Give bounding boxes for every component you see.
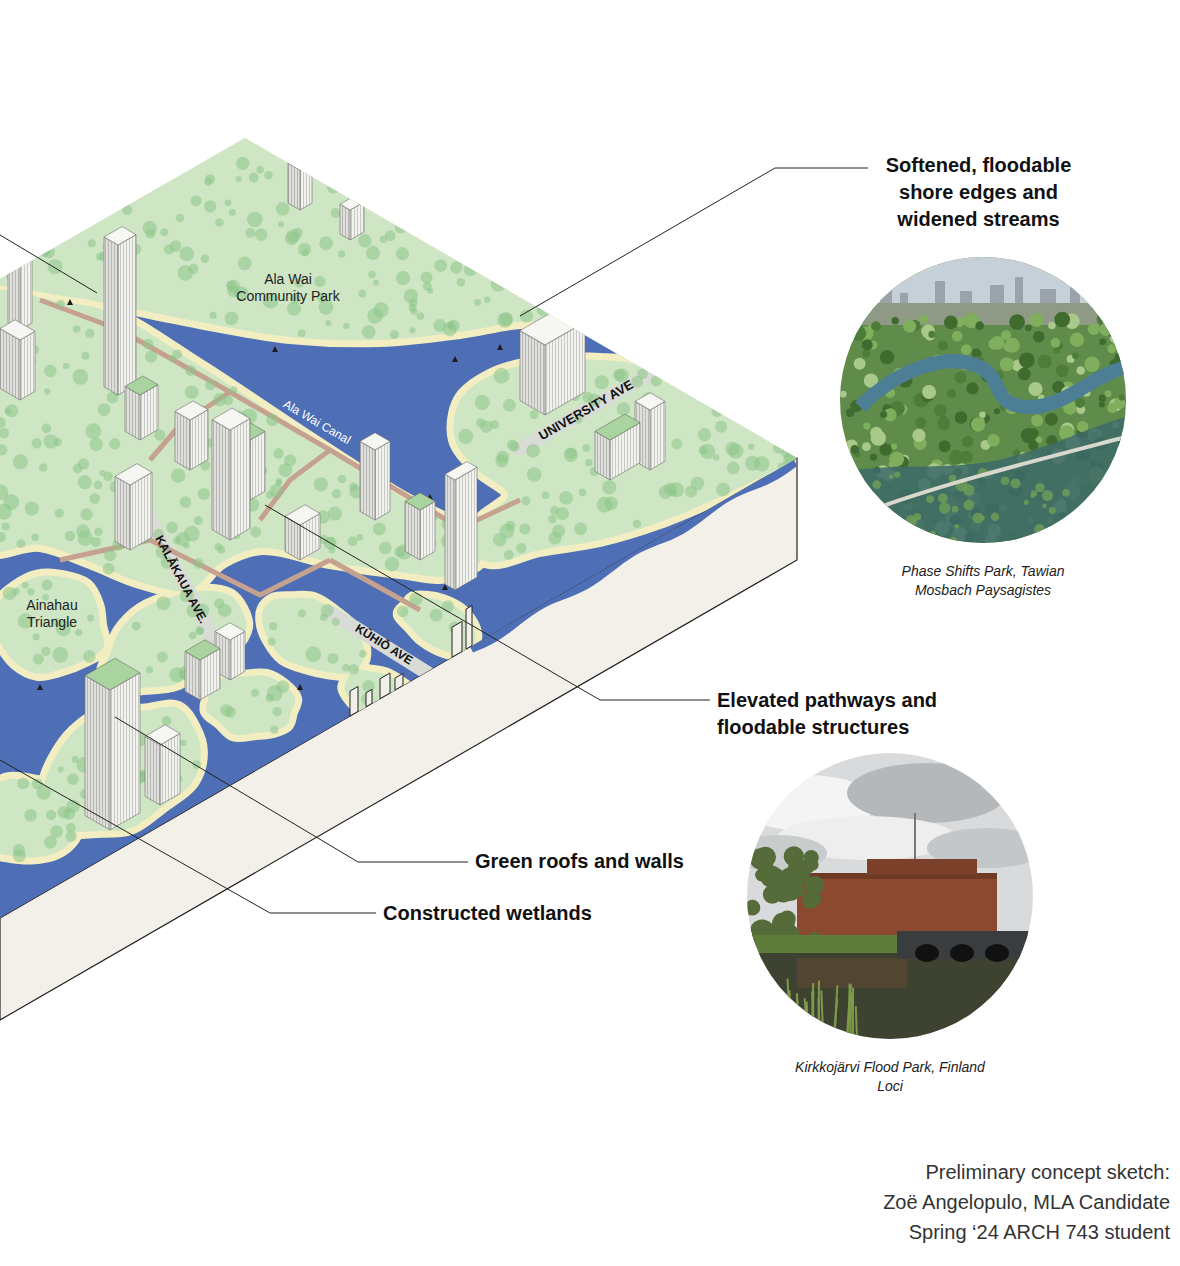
buildings [0,156,665,830]
reference-photo: Phase Shifts Park, Tawian Mosbach Paysag… [840,257,1126,543]
place-label: Ainahau Triangle [17,597,87,631]
street-label: KŪHIŌ AVE [352,621,415,668]
section-cuts [350,606,472,716]
place-label: Ala Wai Community Park [233,271,343,305]
water-label: Ala Wai Canal [280,397,353,448]
photo-circle [840,257,1126,543]
leader-lines [0,168,868,913]
reference-photo: Kirkkojärvi Flood Park, Finland Loci [747,753,1033,1039]
callout-label: Elevated pathways and floodable structur… [717,687,962,741]
street-label: UNIVERSITY AVE [536,377,636,444]
callout-label: Constructed wetlands [383,900,592,927]
callout-label: Green roofs and walls [475,848,684,875]
photo-caption: Phase Shifts Park, Tawian Mosbach Paysag… [888,562,1078,600]
photo-circle [747,753,1033,1039]
photo-caption: Kirkkojärvi Flood Park, Finland Loci [788,1058,993,1096]
map-top [0,103,820,918]
street-label: KALĀKAUA AVE. [151,533,210,626]
credit-caption: Preliminary concept sketch: Zoë Angelopu… [872,1157,1170,1247]
callout-label: Softened, floodable shore edges and wide… [876,152,1081,233]
